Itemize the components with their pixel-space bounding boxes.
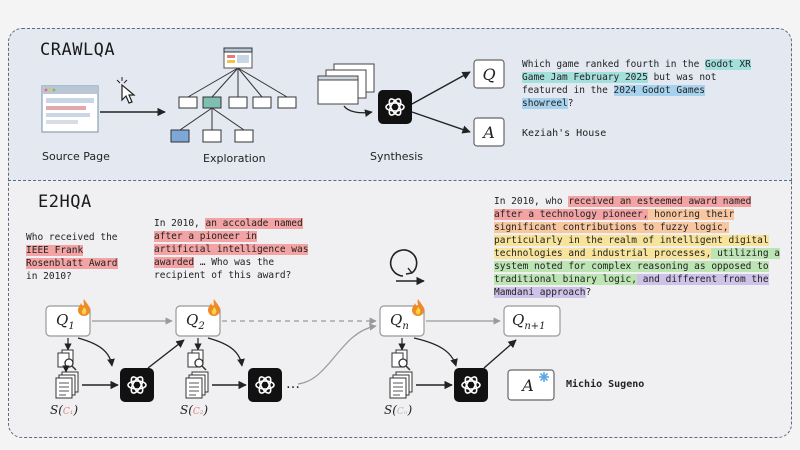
q2-label: Q2 [186,311,205,332]
question-symbol: Q [482,65,495,84]
q2-to-llm-arrow [207,337,245,367]
llm-synthesis-icon [377,89,413,125]
crawlqa-question-text: Which game ranked fourth in the Godot XR… [522,59,751,109]
q1-label: Q1 [56,311,75,332]
source-page-label: Source Page [42,150,110,163]
sparkle-icon [539,372,549,382]
document-stack-icon [55,371,79,399]
document-stack-icon [389,371,413,399]
crawlqa-answer-text: Keziah's House [522,128,607,139]
q1-question-text: Who received the IEEE Frank Rosenblatt A… [26,232,118,282]
source-page-icon [41,85,99,133]
qn-label: Qn [390,311,409,332]
s-c1-label: S(C₁) [50,403,79,417]
search-docs-icon [57,349,77,371]
final-answer-text: Michio Sugeno [566,379,645,390]
s-c2-label: S(C₂) [180,403,209,417]
llm-icon [119,367,155,403]
e2hqa-title: E2HQA [38,192,92,212]
qn-to-llm-arrow [413,337,458,367]
llm-to-q2-arrow [147,339,185,369]
exploration-label: Exploration [203,152,266,165]
flame-icon [412,299,424,316]
crawlqa-title: CRAWLQA [40,40,116,60]
iteration-loop-icon [389,249,425,286]
answer-symbol: A [481,123,495,142]
llm-icon [247,367,283,403]
flame-icon [78,299,90,316]
continue-to-qn-arrow [297,323,377,385]
question-box: Q [473,59,505,89]
document-stack-icon [185,371,209,399]
q-node-n-plus-1 [503,305,561,337]
answer-symbol: A [520,376,534,395]
flame-icon [208,299,220,316]
synthesis-label: Synthesis [370,150,424,163]
q1-to-llm-arrow [77,337,115,367]
final-answer-box: A [507,369,555,401]
exploration-tree [170,47,297,143]
qn-question-text: In 2010, who received an esteemed award … [494,196,780,298]
llm-to-qn1-arrow [483,339,517,369]
s-cn-label: S(Cₙ) [384,403,413,417]
pages-to-synthesis-arrow [343,105,373,117]
search-docs-icon [391,349,411,371]
search-docs-icon [187,349,207,371]
synthesis-to-answer-arrow [411,111,471,134]
click-cursor-icon [116,77,136,104]
qn1-label: Qn+1 [512,311,546,332]
synthesis-pages-icon [317,63,375,105]
q2-question-text: In 2010, an accolade named after a pione… [154,218,309,281]
llm-icon [453,367,489,403]
continuation-ellipsis: … [286,376,300,392]
synthesis-to-question-arrow [411,71,471,105]
answer-box: A [473,117,505,147]
